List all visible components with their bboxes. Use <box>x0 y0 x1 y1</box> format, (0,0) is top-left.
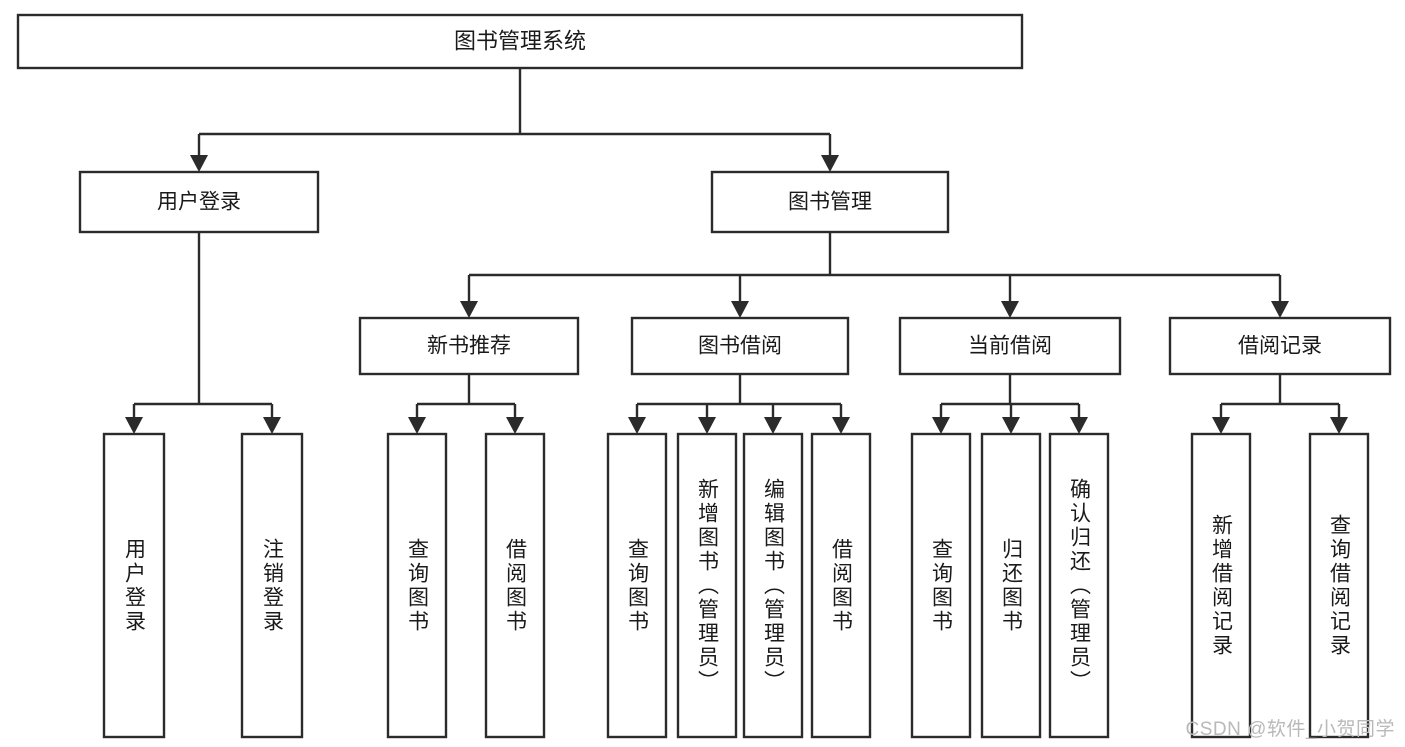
node-box-leaf-rec-query[interactable] <box>386 432 448 739</box>
node-label-root: 图书管理系统 <box>454 28 586 53</box>
node-box-leaf-cur-query[interactable] <box>910 432 972 739</box>
arrow-head <box>460 301 478 318</box>
node-box-layer <box>16 13 1392 739</box>
arrow-head <box>125 417 143 434</box>
arrow-head <box>408 417 426 434</box>
node-box-book-borrow[interactable] <box>630 316 850 376</box>
arrow-head <box>1002 417 1020 434</box>
node-label-current-borrow: 当前借阅 <box>968 335 1052 358</box>
node-box-user-login[interactable] <box>78 170 320 234</box>
node-box-leaf-rec-search[interactable] <box>1308 432 1370 739</box>
node-box-borrow-record[interactable] <box>1168 316 1392 376</box>
arrow-head <box>1070 417 1088 434</box>
arrow-head <box>821 155 839 172</box>
node-box-new-book-rec[interactable] <box>358 316 580 376</box>
node-box-leaf-user-logout[interactable] <box>240 432 304 739</box>
csdn-watermark: CSDN @软件_小贺同学 <box>1185 719 1395 740</box>
arrow-head <box>628 417 646 434</box>
arrow-head <box>698 417 716 434</box>
arrow-head <box>190 155 208 172</box>
node-label-book-manage: 图书管理 <box>788 191 872 214</box>
node-label-borrow-record: 借阅记录 <box>1238 335 1322 358</box>
node-box-leaf-borrow-query[interactable] <box>606 432 668 739</box>
arrow-head <box>1271 301 1289 318</box>
arrow-head <box>1001 301 1019 318</box>
arrow-head <box>932 417 950 434</box>
node-box-leaf-borrow-edit[interactable] <box>742 432 804 739</box>
arrow-head <box>263 417 281 434</box>
node-box-leaf-cur-return[interactable] <box>980 432 1042 739</box>
node-label-book-borrow: 图书借阅 <box>698 335 782 358</box>
connector-layer <box>125 68 1348 434</box>
node-box-root[interactable] <box>16 13 1024 70</box>
arrow-head <box>1330 417 1348 434</box>
node-box-leaf-rec-borrow[interactable] <box>484 432 546 739</box>
arrow-head <box>764 417 782 434</box>
node-box-current-borrow[interactable] <box>898 316 1122 376</box>
node-box-leaf-user-login[interactable] <box>102 432 166 739</box>
node-box-leaf-cur-confirm[interactable] <box>1048 432 1110 739</box>
node-label-new-book-rec: 新书推荐 <box>427 335 511 358</box>
arrow-head <box>832 417 850 434</box>
node-box-book-manage[interactable] <box>710 170 950 234</box>
arrow-head <box>1212 417 1230 434</box>
node-label-user-login: 用户登录 <box>157 191 241 214</box>
node-box-leaf-rec-add[interactable] <box>1190 432 1252 739</box>
node-box-leaf-borrow-lend[interactable] <box>810 432 872 739</box>
arrow-head <box>506 417 524 434</box>
node-box-leaf-borrow-add[interactable] <box>676 432 738 739</box>
arrow-head <box>731 301 749 318</box>
